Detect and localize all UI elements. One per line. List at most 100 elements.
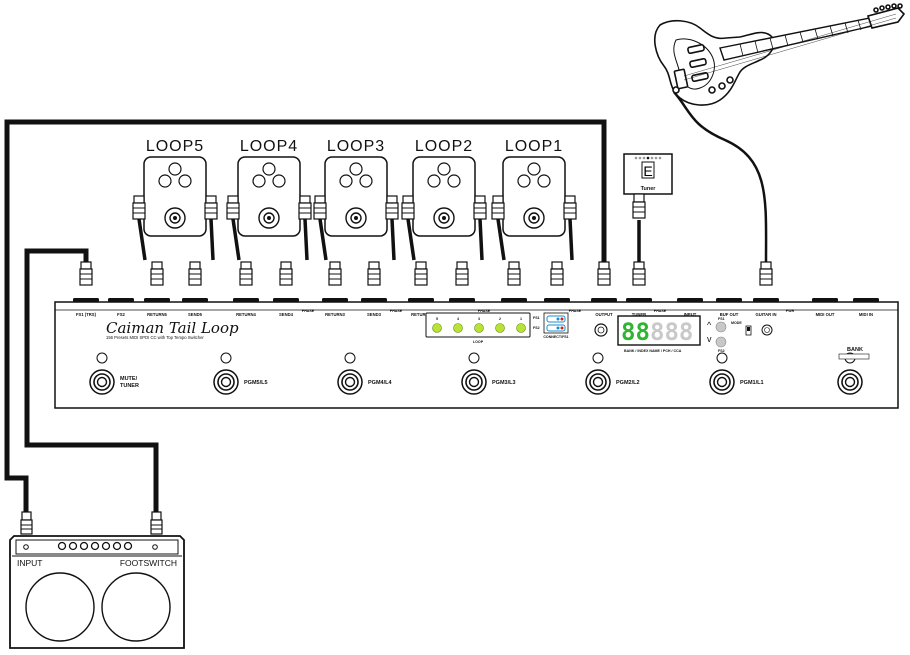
knob-icon <box>447 174 461 188</box>
tuner-note: E <box>643 163 652 179</box>
knob-icon <box>339 174 353 188</box>
jack-return4[interactable]: RETURN4 <box>233 261 259 317</box>
pedal-loop3: LOOP3 <box>313 138 399 237</box>
jack-buf-out[interactable]: BUF OUT <box>716 298 742 317</box>
loop-led-number: 4 <box>457 317 459 321</box>
fs1-led-frame <box>546 315 566 323</box>
pedal-input-jack-icon <box>491 195 505 220</box>
jack-label: FS2 <box>117 312 125 317</box>
amp-knob-icon <box>101 541 111 551</box>
knob-icon <box>168 162 182 176</box>
jack-return2[interactable]: RETURN2 <box>408 261 434 317</box>
tuner-dot <box>646 156 650 160</box>
pedal-loop5: LOOP5 <box>132 138 218 237</box>
jack-guitar-in[interactable]: GUITAR IN <box>753 261 779 317</box>
status-led-icon <box>592 352 604 364</box>
tuner-dot <box>638 156 642 160</box>
loop-led-2 <box>495 323 505 333</box>
plug-icon <box>550 261 564 286</box>
tuner-device: E Tuner <box>623 153 673 219</box>
plug-icon <box>455 261 469 286</box>
cable-output-to-amp-input <box>4 119 607 515</box>
jack-input[interactable]: INPUT <box>677 298 703 317</box>
plug-icon <box>597 261 611 286</box>
footswitch-6[interactable]: PGM1/L1 <box>709 352 764 395</box>
jack-return5[interactable]: RETURN5 <box>144 261 170 317</box>
jack-midi-out[interactable]: MIDI OUT <box>812 298 838 317</box>
status-led-icon <box>716 352 728 364</box>
tuner-dot <box>658 156 662 160</box>
pedal-output-jack-icon <box>204 195 218 220</box>
tuner-dot <box>654 156 658 160</box>
knob-icon <box>527 162 541 176</box>
plug-icon <box>367 261 381 286</box>
amp-knob-icon <box>90 541 100 551</box>
loop-led-number: 5 <box>436 317 438 321</box>
jack-output[interactable]: OUTPUT <box>591 261 617 317</box>
footswitch-5[interactable]: PGM2/L2 <box>585 352 640 395</box>
knob-icon <box>158 174 172 188</box>
loop-led-number: 2 <box>499 317 501 321</box>
jack-return3[interactable]: RETURN3 <box>322 261 348 317</box>
jack-tuner[interactable]: TUNER <box>626 261 652 317</box>
loop-led-caption: LOOP <box>473 340 484 344</box>
plug-icon <box>414 261 428 286</box>
fs1-button[interactable] <box>715 321 727 333</box>
jack-send4[interactable]: SEND4 <box>273 261 299 317</box>
jack-small-label: PHASE <box>569 309 582 313</box>
jack-label: SEND5 <box>188 312 203 317</box>
amp-speaker-left <box>25 572 95 642</box>
jack-send3[interactable]: SEND3 <box>361 261 387 317</box>
fs2-led-frame <box>546 324 566 332</box>
jack-label: RETURN4 <box>236 312 256 317</box>
footswitch-2[interactable]: PGM5/L5 <box>213 352 268 395</box>
jack-label: BUF OUT <box>720 312 739 317</box>
knob-icon <box>272 174 286 188</box>
pedal-loop2: LOOP2 <box>401 138 487 237</box>
jack-small-label: PHASE <box>390 309 403 313</box>
cables <box>4 119 607 515</box>
jack-label: INPUT <box>684 312 697 317</box>
brand-logo: Caiman Tail Loop <box>106 319 239 337</box>
jack-label: FS1 (TRS) <box>76 312 97 317</box>
pedal-loop1: LOOP1 <box>491 138 577 237</box>
fs-led-panel: FS1 FS2 CONNECT/FS1 <box>533 312 569 339</box>
jack-midi-in[interactable]: MIDI IN <box>853 298 879 317</box>
jack-label: OUTPUT <box>595 312 613 317</box>
plug-icon <box>632 261 646 286</box>
footswitch-label: TUNER <box>120 383 139 389</box>
knob-icon <box>349 162 363 176</box>
jack-small-label: PHASE <box>478 309 491 313</box>
status-led-icon <box>96 352 108 364</box>
plug-icon <box>759 261 773 286</box>
display-lit-digits: 88 <box>621 318 650 346</box>
pedal-loop4: LOOP4 <box>226 138 312 237</box>
amplifier: INPUT FOOTSWITCH <box>9 511 185 649</box>
loop-led-4 <box>453 323 463 333</box>
jack-fs1-trs-[interactable]: FS1 (TRS) <box>73 261 99 317</box>
footswitch-label: PGM5/L5 <box>244 380 268 386</box>
pedal-output-jack-icon <box>563 195 577 220</box>
loop-led-3 <box>474 323 484 333</box>
pedal-output-jack-icon <box>473 195 487 220</box>
tuner-dots <box>634 156 662 160</box>
down-arrow-icon[interactable]: v <box>707 334 712 344</box>
knob-icon <box>537 174 551 188</box>
status-led-icon <box>344 352 356 364</box>
up-arrow-icon[interactable]: ^ <box>707 320 712 330</box>
footswitch-3[interactable]: PGM4/L4 <box>337 352 392 395</box>
jack-send5[interactable]: SEND5 <box>182 261 208 317</box>
amp-knob-icon <box>68 541 78 551</box>
footswitch-4[interactable]: PGM3/L3 <box>461 352 516 395</box>
tuner-jack-icon <box>632 193 646 219</box>
footswitch-label: PGM4/L4 <box>368 380 392 386</box>
jack-label: MIDI IN <box>859 312 873 317</box>
footswitch-label: MUTE/ <box>120 376 138 382</box>
jack-fs2[interactable]: FS2 <box>108 298 134 317</box>
footswitch-1[interactable]: MUTE/TUNER <box>89 352 139 395</box>
pedal-label: LOOP4 <box>240 138 298 155</box>
fs2-button[interactable] <box>715 336 727 348</box>
pedal-input-jack-icon <box>313 195 327 220</box>
display-caption: BANK / INDEX NAME / PCH / CCA <box>624 349 682 353</box>
